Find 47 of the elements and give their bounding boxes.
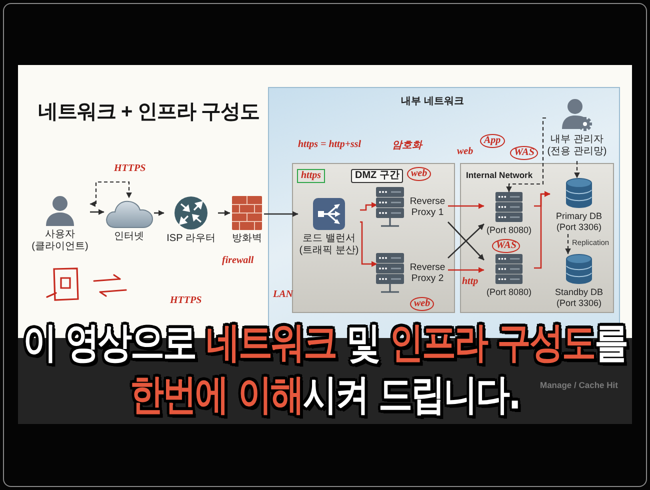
node-label: Reverse Proxy 2 bbox=[408, 262, 446, 284]
node-label: (Port 8080) bbox=[486, 287, 532, 298]
handwritten-note: web bbox=[410, 297, 434, 311]
handwritten-note: http bbox=[462, 276, 478, 288]
handwritten-note: App bbox=[480, 134, 505, 148]
handwritten-note: HTTPS bbox=[170, 295, 202, 307]
handwritten-note: LAN bbox=[273, 289, 293, 301]
arrow bbox=[506, 117, 546, 192]
node-label: (Port 8080) bbox=[486, 225, 532, 236]
arrow bbox=[360, 202, 378, 211]
subtitle-text: 한번에 이해시켜 드립니다. bbox=[130, 370, 520, 420]
page-title: 네트워크 + 인프라 구성도 bbox=[38, 100, 260, 125]
handwritten-note: HTTPS bbox=[114, 163, 146, 175]
arrow bbox=[574, 161, 580, 178]
arrow bbox=[90, 209, 104, 215]
handwritten-note: firewall bbox=[222, 255, 254, 267]
node-label: 내부 관리자 (전용 관리망) bbox=[546, 134, 608, 158]
node-label: 사용자 (클라이언트) bbox=[30, 229, 90, 253]
handwritten-note: 암호화 bbox=[392, 140, 422, 152]
node-label: 인터넷 bbox=[114, 231, 144, 243]
node-label: Primary DB (Port 3306) bbox=[554, 211, 603, 233]
arrow bbox=[154, 210, 164, 216]
arrow bbox=[448, 267, 484, 273]
zone-title: Internal Network bbox=[466, 169, 533, 181]
handwritten-note: https = http+ssl bbox=[298, 139, 362, 151]
arrow bbox=[360, 221, 378, 267]
internal-zone-panel bbox=[460, 163, 614, 313]
handwritten-note: WAS bbox=[492, 239, 520, 253]
node-label: 방화벽 bbox=[232, 233, 262, 245]
handwritten-note: web bbox=[407, 167, 432, 181]
double-arrow bbox=[90, 181, 132, 207]
arrow bbox=[448, 203, 484, 209]
arrow bbox=[264, 211, 298, 217]
node-label: 로드 밸런서 (트래픽 분산) bbox=[298, 233, 360, 257]
node-label: Reverse Proxy 1 bbox=[408, 196, 446, 218]
arrow bbox=[534, 191, 550, 269]
zone-title: DMZ 구간 bbox=[351, 169, 404, 183]
node-label: ISP 라우터 bbox=[166, 233, 216, 245]
faded-legend-text: Manage / Cache Hit bbox=[540, 379, 618, 391]
arrow bbox=[565, 234, 571, 254]
dmz-zone-panel bbox=[292, 163, 455, 313]
handwritten-note: web bbox=[457, 146, 474, 158]
handwritten-note: WAS bbox=[510, 146, 538, 160]
arrow bbox=[218, 210, 230, 216]
handwritten-note: https bbox=[297, 169, 326, 183]
node-label: Standby DB (Port 3306) bbox=[554, 287, 604, 309]
zone-title: 내부 네트워크 bbox=[401, 96, 464, 108]
